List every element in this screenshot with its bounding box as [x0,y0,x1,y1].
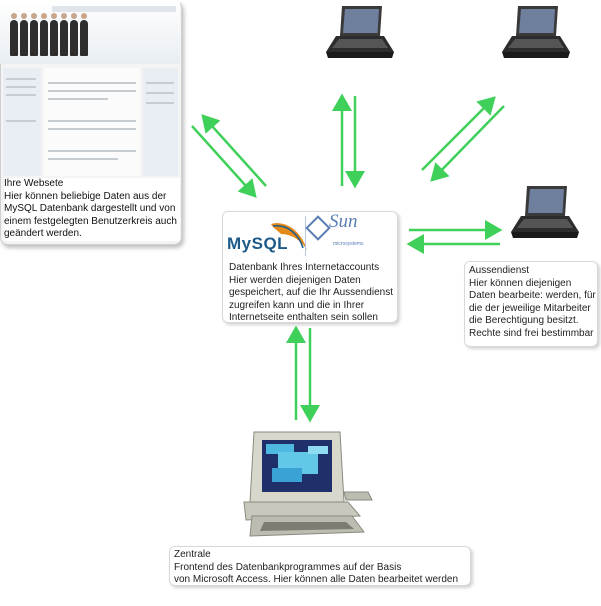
sun-subtitle: microsystems [333,241,364,247]
central-line-2: von Microsoft Access. Hier können alle D… [174,574,459,585]
website-nav-bar [52,6,176,12]
arrow-website-to-db [191,125,257,198]
central-line-1: Frontend des Datenbankprogrammes auf der… [174,561,402,573]
sun-wordmark: Sun [329,211,358,232]
central-box: Zentrale Frontend des Datenbankprogramme… [169,546,471,586]
mysql-logo: MySQL [227,220,315,262]
field-text: Hier können diejenigen Daten bearbeite: … [469,277,596,339]
laptop-field-icon [511,186,579,238]
mysql-dolphin-icon [271,223,307,250]
website-screenshot: Ihre Websete Hier können beliebige Daten… [0,0,182,245]
arrow-db-to-laptop-right [421,96,496,171]
database-box: MySQL Sun microsystems Datenbank Ihres I… [222,211,398,323]
logo-divider [305,216,306,256]
website-caption: Ihre Websete Hier können beliebige Daten… [4,178,180,241]
connection-arrows [191,93,505,423]
laptop-right-icon [502,6,570,58]
desktop-computer-icon [243,431,373,537]
database-title: Datenbank Ihres Internetaccounts [229,262,380,273]
laptop-top-icon [326,6,394,58]
field-service-box: Aussendienst Hier können diejenigen Date… [464,261,598,347]
database-caption: Datenbank Ihres Internetaccounts Hier we… [229,262,395,325]
central-title: Zentrale [174,549,211,560]
field-title: Aussendienst [469,265,530,276]
mysql-wordmark: MySQL [227,234,289,253]
website-title: Ihre Websete [4,178,64,189]
arrow-db-to-website [201,114,267,187]
arrow-laptop-right-to-db [430,105,505,182]
website-text: Hier können beliebige Daten aus der MySQ… [4,190,177,240]
database-text: Hier werden diejenigen Daten gespeichert… [229,274,393,324]
